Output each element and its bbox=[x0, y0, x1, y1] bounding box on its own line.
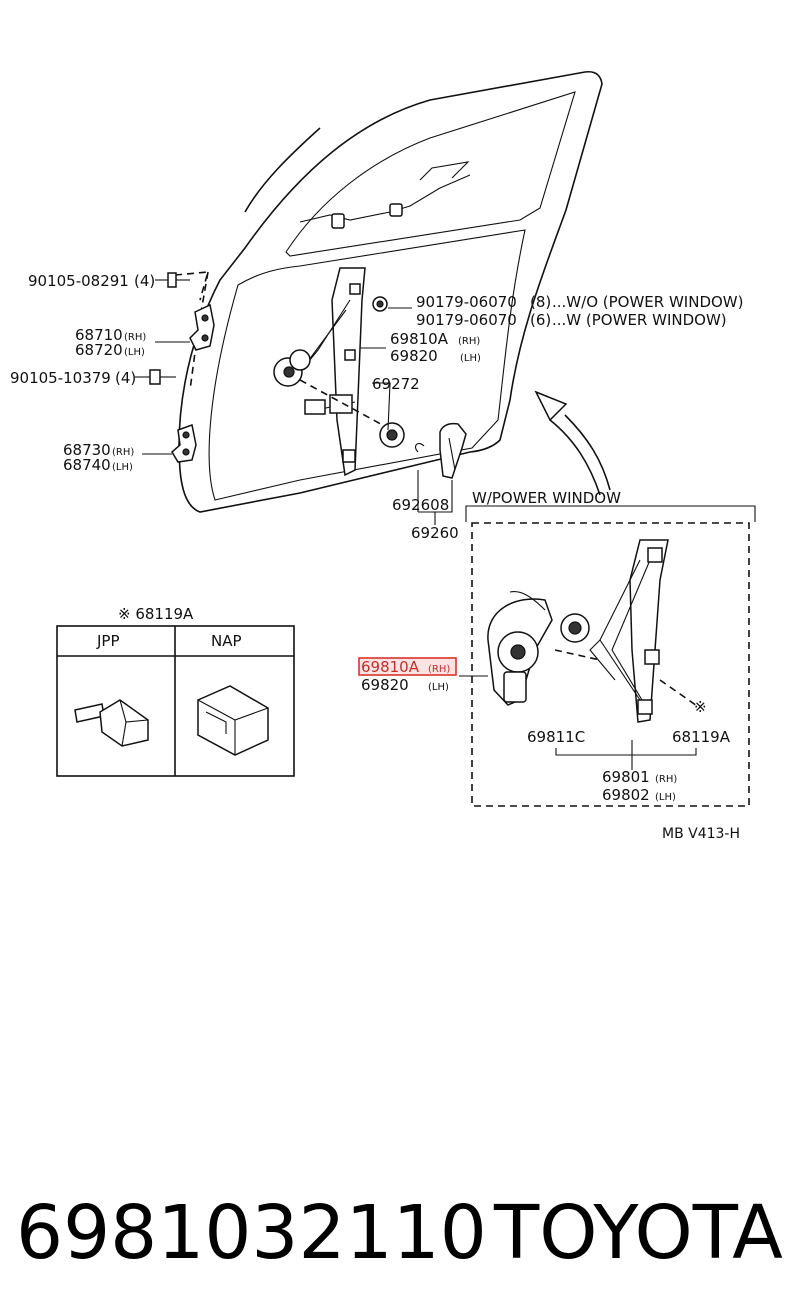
regulator-rh-tag: (RH) bbox=[458, 336, 480, 347]
regulator-lh: 69820 bbox=[390, 347, 438, 365]
power-window-box bbox=[459, 505, 756, 807]
hinge-upper-lh: 68720 bbox=[75, 341, 123, 359]
highlight-box bbox=[358, 657, 457, 676]
hinge-lower-lh-tag: (LH) bbox=[112, 462, 133, 473]
pw-assy-lh: 69802 bbox=[602, 786, 650, 804]
hinges-drawing bbox=[135, 272, 215, 463]
clip-w-qty: (6) bbox=[530, 311, 551, 329]
pw-regulator-rh: 69810A bbox=[361, 658, 420, 676]
hinge-upper-rh: 68710 bbox=[75, 326, 123, 344]
part-labels: 90105-08291 (4) 68710 (RH) 68720 (LH) 90… bbox=[10, 272, 743, 842]
pw-regulator-rh-tag: (RH) bbox=[428, 664, 450, 675]
pw-regulator-lh: 69820 bbox=[361, 676, 409, 694]
drawing-code: MB V413-H bbox=[662, 826, 740, 842]
bolt-upper-qty: (4) bbox=[134, 272, 155, 290]
hinge-lower-lh: 68740 bbox=[63, 456, 111, 474]
table-col-jpp: JPP bbox=[96, 632, 120, 650]
regulator-rh: 69810A bbox=[390, 330, 449, 348]
hinge-upper-rh-tag: (RH) bbox=[124, 332, 146, 343]
bolt-upper-code: 90105-08291 bbox=[28, 272, 129, 290]
handle-code: 69260 bbox=[411, 524, 459, 542]
hinge-lower-rh: 68730 bbox=[63, 441, 111, 459]
detail-arrow bbox=[534, 390, 611, 496]
pw-star: ※ bbox=[694, 698, 707, 716]
pw-assy-rh-tag: (RH) bbox=[655, 774, 677, 785]
table-title: ※ 68119A bbox=[118, 605, 194, 623]
table-col-nap: NAP bbox=[211, 632, 242, 650]
bolt-lower-code: 90105-10379 bbox=[10, 369, 111, 387]
clip-wo-qty: (8) bbox=[530, 293, 551, 311]
clip-wo-code: 90179-06070 bbox=[416, 293, 517, 311]
hinge-lower-rh-tag: (RH) bbox=[112, 447, 134, 458]
pw-connector: 68119A bbox=[672, 728, 731, 746]
manual-regulator-drawing bbox=[273, 267, 467, 525]
power-window-title: W/POWER WINDOW bbox=[472, 489, 621, 507]
hinge-upper-lh-tag: (LH) bbox=[124, 347, 145, 358]
clip-wo-note: ...W/O (POWER WINDOW) bbox=[552, 293, 743, 311]
clip-w-note: ...W (POWER WINDOW) bbox=[552, 311, 727, 329]
pw-assy-rh: 69801 bbox=[602, 768, 650, 786]
footer-part-number: 6981032110 bbox=[16, 1190, 487, 1276]
connector-table bbox=[56, 625, 295, 777]
footer: 6981032110 TOYOTA bbox=[16, 1190, 783, 1276]
clip-w-code: 90179-06070 bbox=[416, 311, 517, 329]
pw-motor-part: 69811C bbox=[527, 728, 585, 746]
handle-part-code: 69272 bbox=[372, 375, 420, 393]
regulator-lh-tag: (LH) bbox=[460, 353, 481, 364]
footer-brand: TOYOTA bbox=[493, 1190, 783, 1276]
pw-assy-lh-tag: (LH) bbox=[655, 792, 676, 803]
handle-clip-code: 692608 bbox=[392, 496, 449, 514]
pw-regulator-lh-tag: (LH) bbox=[428, 682, 449, 693]
bolt-lower-qty: (4) bbox=[115, 369, 136, 387]
